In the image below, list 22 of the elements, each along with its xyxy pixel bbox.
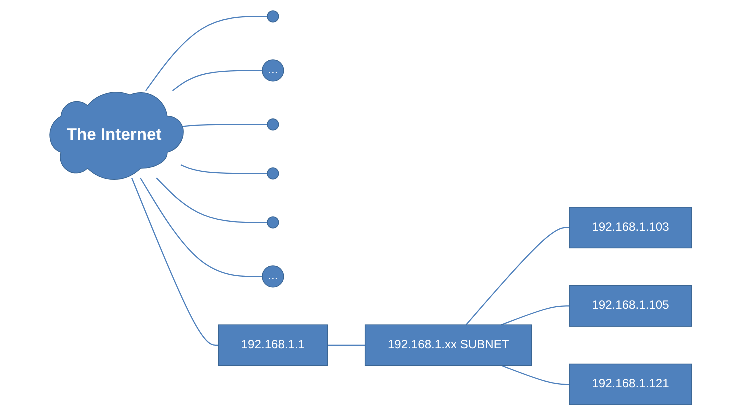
node-box: 192.168.1.103 — [569, 207, 692, 249]
node-ellipse — [267, 10, 280, 23]
connector — [328, 344, 366, 346]
connector — [146, 16, 268, 92]
node-ellipse — [267, 216, 280, 229]
connector — [132, 178, 219, 346]
connector — [466, 227, 570, 326]
node-ellipse — [267, 168, 280, 180]
connector — [501, 306, 570, 326]
node-ellipse — [267, 118, 280, 131]
node-box: 192.168.1.121 — [569, 364, 692, 406]
node-box: 192.168.1.xx SUBNET — [365, 324, 532, 366]
connector — [181, 124, 268, 128]
connector — [501, 365, 570, 386]
node-box: 192.168.1.105 — [569, 286, 692, 327]
connector — [180, 164, 268, 174]
connector — [156, 178, 268, 224]
node-circle: ... — [262, 60, 284, 82]
node-circle: ... — [262, 266, 284, 288]
connector — [172, 70, 263, 92]
node-box: 192.168.1.1 — [218, 324, 328, 366]
connector — [140, 178, 263, 278]
